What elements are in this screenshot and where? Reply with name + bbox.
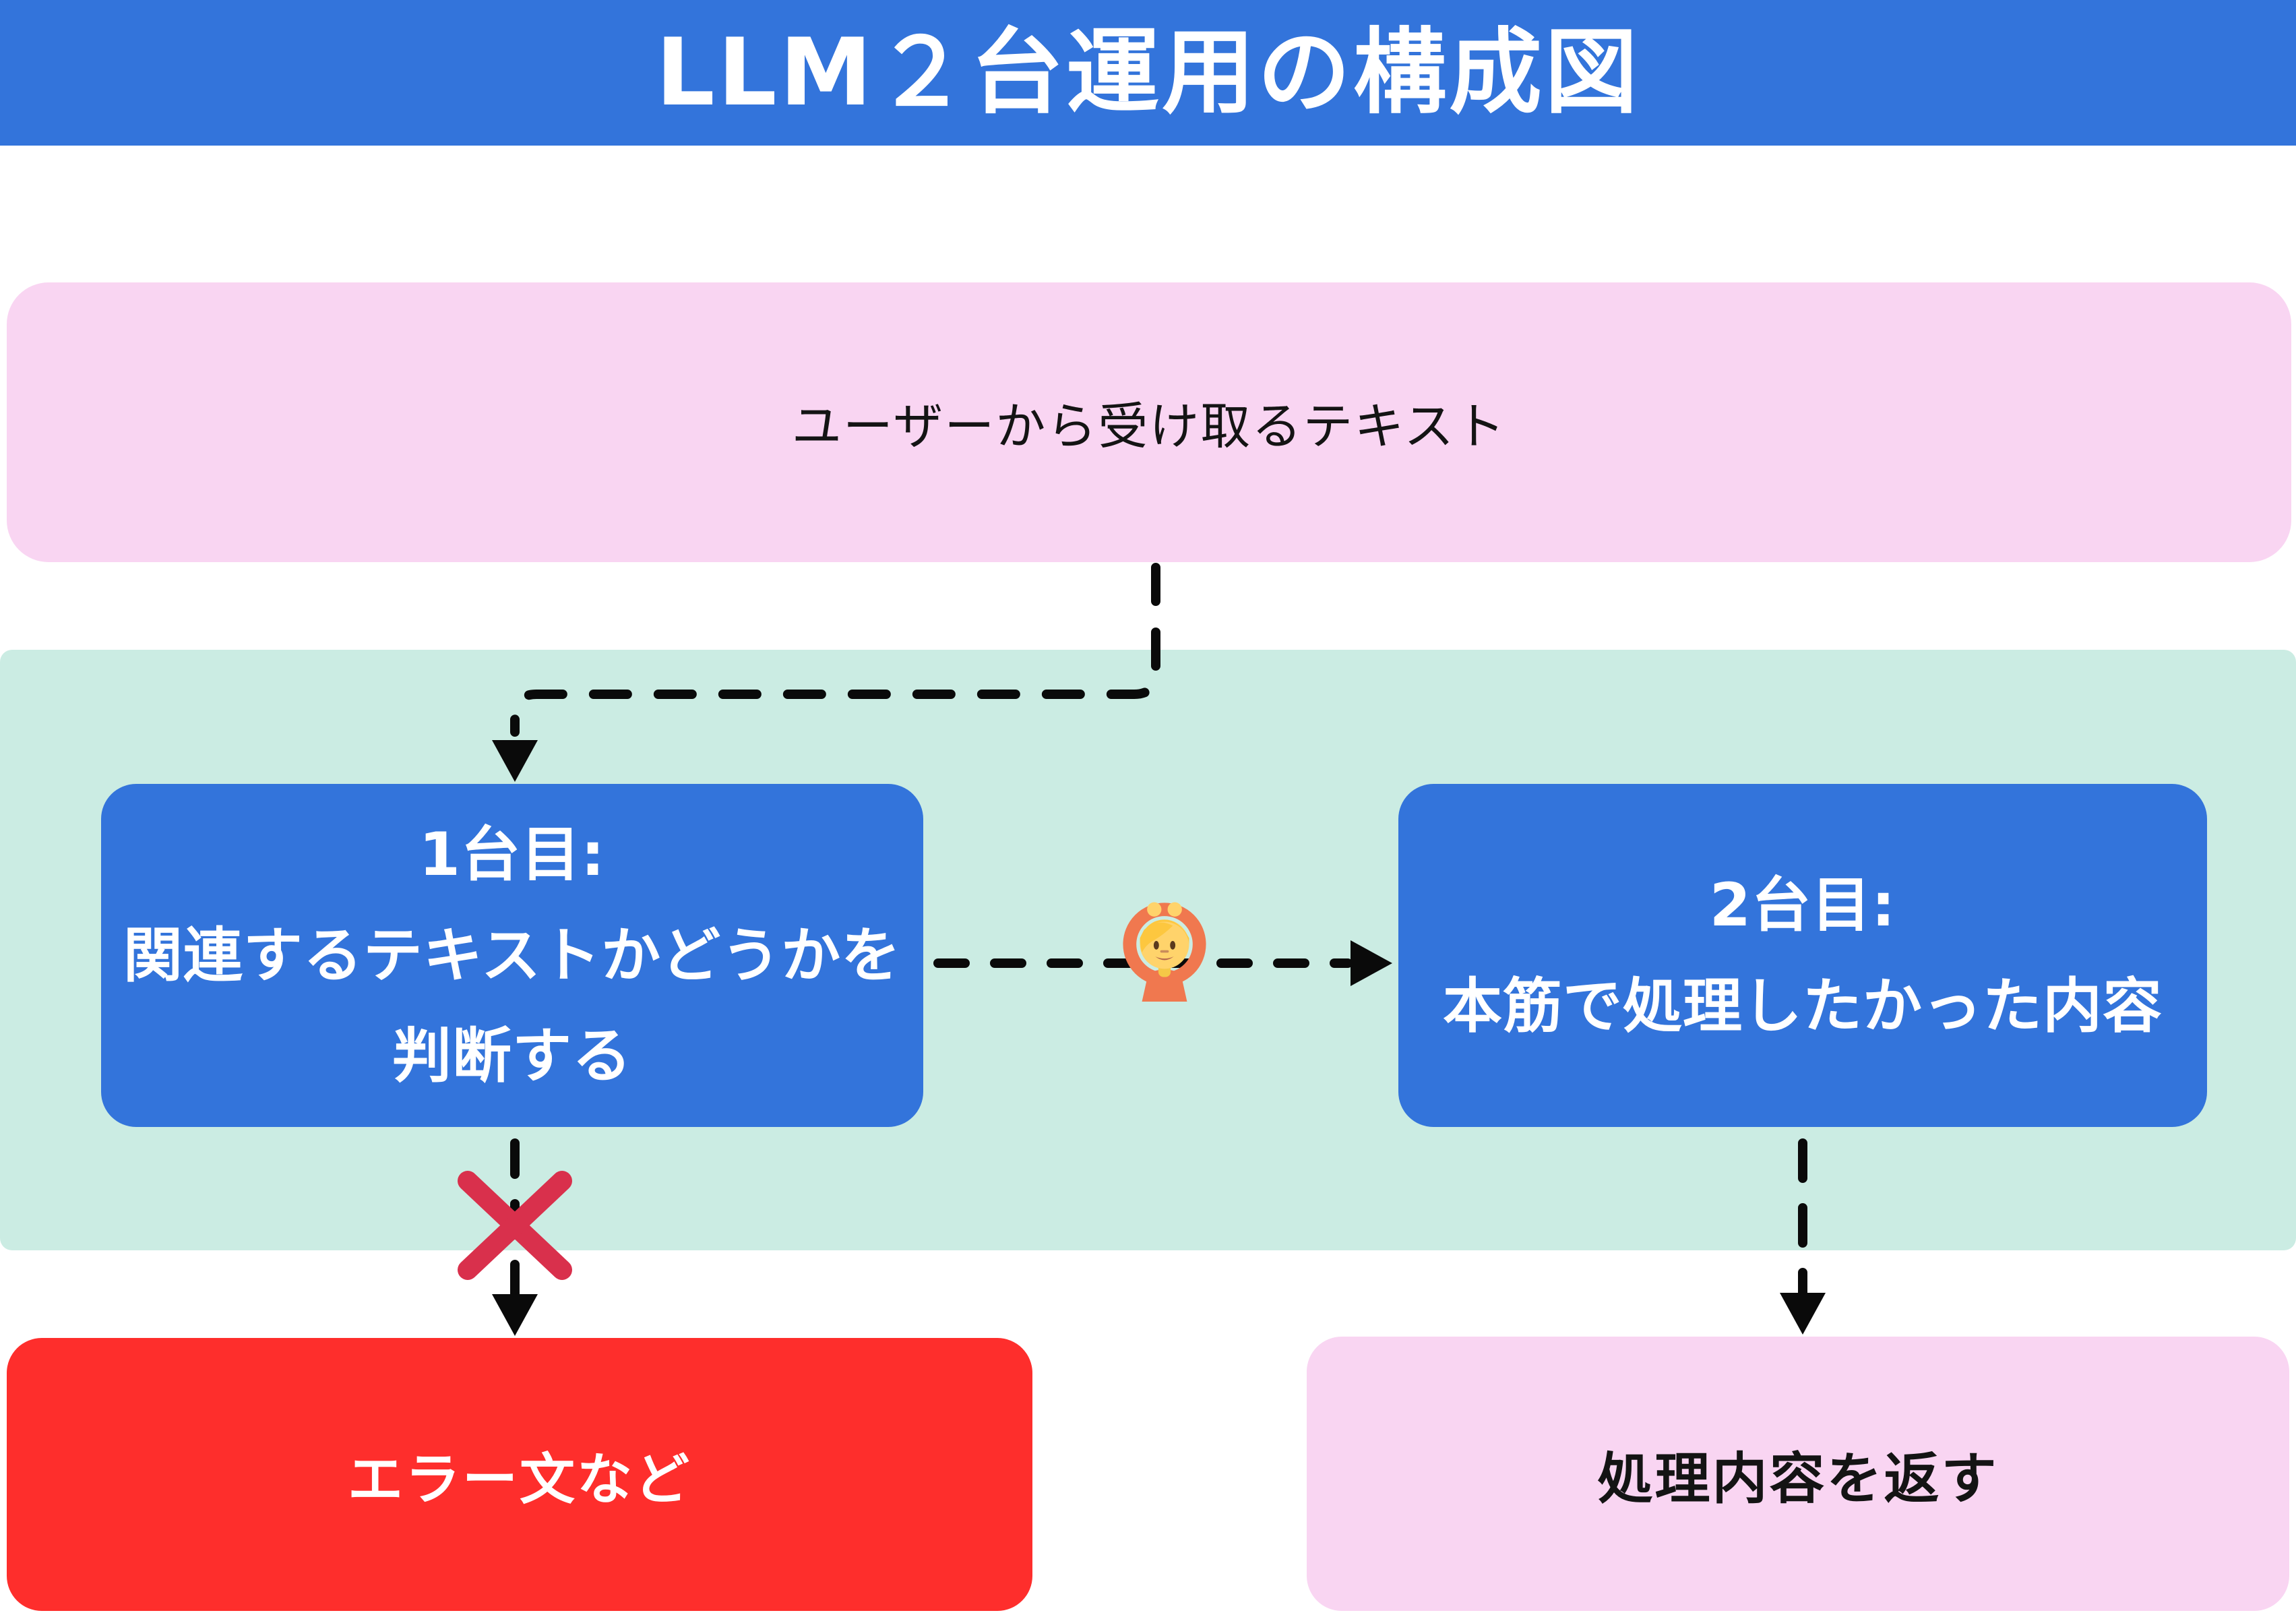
node-llm1-line1: 1台目:: [418, 820, 606, 890]
node-llm1-line3: 判断する: [392, 1021, 632, 1091]
node-error-output: エラー文など: [7, 1338, 1032, 1611]
person-gesturing-ok-emoji: [1123, 902, 1206, 1002]
node-llm1-line2: 関連するテキストかどうかを: [123, 920, 902, 990]
node-error-output-label: エラー文など: [347, 1448, 691, 1512]
node-result-output-label: 処理内容を返す: [1597, 1447, 1999, 1511]
node-llm2: 2台目: 本筋で処理したかった内容: [1398, 784, 2207, 1127]
header-bar: LLM２台運用の構成図: [0, 0, 2296, 146]
node-result-output: 処理内容を返す: [1307, 1337, 2289, 1611]
page-title: LLM２台運用の構成図: [655, 18, 1641, 127]
arrowhead-into-error: [492, 1294, 538, 1336]
node-llm2-line1: 2台目:: [1709, 869, 1896, 940]
node-llm1: 1台目: 関連するテキストかどうかを 判断する: [101, 784, 923, 1127]
node-user-input-label: ユーザーから受け取るテキスト: [791, 398, 1507, 456]
node-user-input: ユーザーから受け取るテキスト: [7, 282, 2291, 562]
node-llm2-line2: 本筋で処理したかった内容: [1442, 971, 2163, 1041]
arrowhead-into-result: [1780, 1293, 1826, 1335]
